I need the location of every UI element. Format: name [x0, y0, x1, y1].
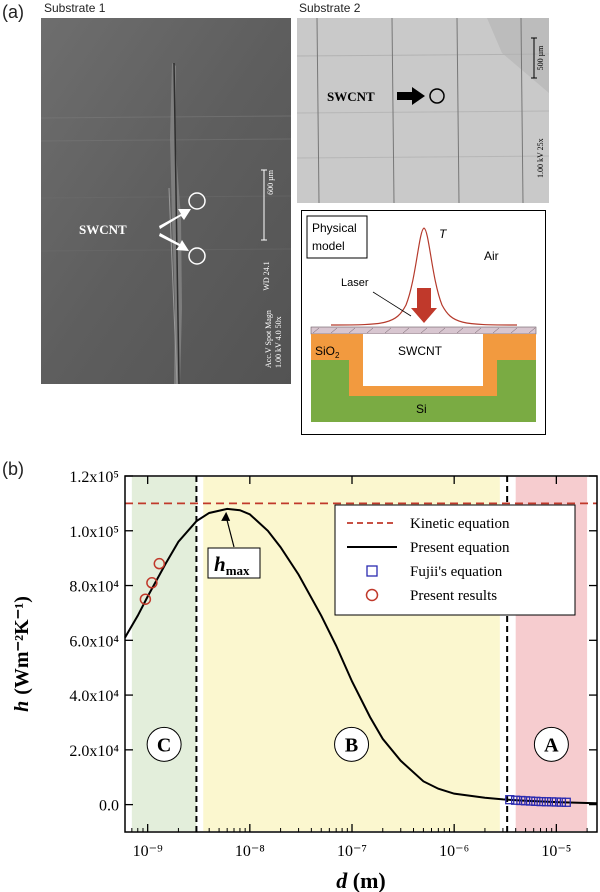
legend-swatch-results [365, 588, 379, 602]
si-substrate [311, 360, 536, 422]
laser-pointer-line [372, 291, 412, 317]
series-layer [124, 502, 598, 807]
y-tick-label: 1.0x10⁵ [69, 524, 119, 541]
acc-info-1: Acc.V Spot Magn [264, 310, 273, 368]
region-a-label: A [544, 734, 559, 756]
swcnt-arrow-down [159, 233, 189, 251]
x-tick-label: 10⁻⁶ [439, 843, 469, 860]
present-result-point [153, 557, 166, 570]
y-tick-label: 4.0x10⁴ [69, 688, 119, 705]
fujii-point [561, 797, 571, 807]
legend-swatch-fujii [366, 565, 378, 577]
hmax-pointer [225, 516, 235, 548]
y-tick-label: 6.0x10⁴ [69, 633, 119, 650]
scale-text: 500 µm [536, 45, 545, 71]
swcnt-marker-circle [429, 88, 445, 104]
region-a-badge [533, 726, 569, 762]
physical-model-diagram: Physical model T Air Laser SiO2 SWCNT Si [301, 210, 546, 435]
panel-a-label: (a) [2, 2, 24, 22]
y-tick-label: 0.0 [99, 798, 119, 815]
substrate2-title: Substrate 2 [299, 1, 361, 15]
region-c-band [131, 477, 197, 831]
laser-arrow [411, 288, 437, 323]
y-axis-label: h(Wm⁻²K⁻¹) [11, 596, 33, 712]
substrate1-sem-image: SWCNT 600 µm WD 24.1 Acc.V Spot Magn 1.0… [41, 18, 291, 384]
x-axis-label: d (m) [336, 868, 385, 892]
legend-entry-label: Present equation [410, 540, 510, 556]
temperature-label: T [439, 227, 448, 241]
region-c-badge [146, 726, 182, 762]
hmax-arrowhead [221, 511, 231, 521]
legend-entry-label: Kinetic equation [410, 516, 510, 532]
y-tick-label: 2.0x10⁴ [69, 743, 119, 760]
hmax-annotation: hmax [207, 511, 261, 579]
region-b-badge [334, 726, 370, 762]
model-swcnt-label: SWCNT [398, 344, 443, 358]
laser-label: Laser [341, 277, 369, 289]
air-label: Air [484, 249, 499, 263]
plot-frame [124, 475, 598, 833]
present-result-point [139, 593, 152, 605]
fujii-point [531, 796, 541, 806]
heat-transfer-chart: C B A 10⁻⁹ 10⁻⁸ 10⁻⁷ 10⁻⁶ 10⁻⁵ 0.0 2.0x10⁴ 4.0x10… [11, 469, 598, 892]
substrate2-sem-image: SWCNT 500 µm 1.00 kV 25x [297, 18, 549, 203]
present-equation-curve [124, 507, 598, 805]
fujii-point [525, 796, 536, 806]
x-tick-label: 10⁻⁹ [133, 843, 163, 860]
fujii-point [551, 797, 561, 807]
y-tick-label: 8.0x10⁴ [69, 579, 119, 596]
swcnt-arrow [397, 87, 425, 105]
panel-b-label: (b) [2, 459, 24, 479]
substrate1-title: Substrate 1 [44, 1, 106, 15]
temperature-profile [330, 227, 518, 326]
swcnt-label: SWCNT [79, 222, 127, 237]
fujii-point [520, 796, 531, 806]
present-result-point [146, 577, 158, 589]
hmax-label: hmax [214, 552, 250, 578]
model-title-line2: model [312, 239, 345, 253]
fujii-point [556, 797, 567, 807]
x-tick-label: 10⁻⁵ [541, 843, 571, 860]
legend-entry-label: Fujii's equation [410, 564, 503, 580]
swcnt-label: SWCNT [327, 89, 375, 104]
model-title-box [306, 215, 368, 259]
scale-text: 600 µm [266, 169, 275, 195]
fujii-point [516, 795, 526, 806]
x-tick-label: 10⁻⁷ [337, 843, 367, 860]
swcnt-arrow-up [159, 209, 191, 229]
sio2-label: SiO2 [315, 344, 340, 360]
swcnt-marker-circle [188, 192, 206, 210]
y-tick-label: 1.2x10⁵ [69, 469, 119, 486]
fujii-point [541, 797, 552, 807]
acc-info-2: 1.00 kV 4.0 50x [274, 316, 283, 368]
fujii-point [505, 795, 515, 805]
region-c-label: C [157, 734, 171, 756]
legend-box [334, 504, 576, 616]
wd-text: WD 24.1 [262, 261, 271, 290]
x-tick-label: 10⁻⁸ [235, 843, 265, 860]
swcnt-marker-circle [188, 247, 206, 265]
hmax-label-box [207, 547, 261, 579]
axis-ticks: 10⁻⁹ 10⁻⁸ 10⁻⁷ 10⁻⁶ 10⁻⁵ 0.0 2.0x10⁴ 4.0x10⁴ 6.0… [69, 469, 597, 860]
fujii-point [536, 796, 546, 807]
swcnt-layer [310, 326, 537, 335]
legend-entry-label: Present results [410, 588, 497, 604]
fujii-point [511, 795, 521, 805]
si-label: Si [416, 402, 427, 416]
region-b-label: B [345, 734, 358, 756]
model-title-line1: Physical [312, 221, 357, 235]
sem2-info: 1.00 kV 25x [536, 138, 545, 178]
fujii-point [547, 797, 557, 807]
